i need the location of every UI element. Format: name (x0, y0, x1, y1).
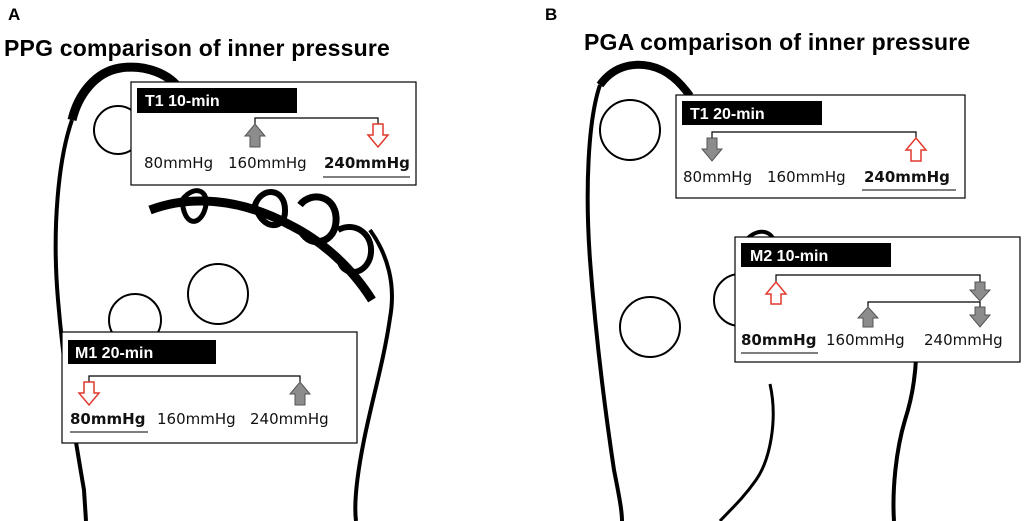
pressure-label-240: 240mmHg (250, 410, 329, 428)
box-t1-20-min: T1 20-min 80mmHg 160mmHg 240mmHg (675, 94, 966, 199)
comparison-bracket (711, 131, 917, 138)
panel-b: B PGA comparison of inner pressure T1 20… (545, 5, 1021, 521)
panel-letter: A (8, 5, 20, 24)
box-label-bg (741, 243, 891, 267)
pressure-label-240: 240mmHg (924, 331, 1003, 349)
box-label: T1 20-min (690, 106, 765, 123)
pressure-label-240-emphasized: 240mmHg (864, 168, 950, 186)
panel-a: A PPG comparison of inner pressure T1 10… (4, 5, 417, 521)
box-t1-10-min: T1 10-min 80mmHg 160mmHg 240mmHg (130, 81, 417, 186)
panel-letter: B (545, 5, 557, 24)
comparison-bracket-outer (775, 274, 981, 283)
panel-title: PGA comparison of inner pressure (584, 29, 970, 55)
box-m2-10-min: M2 10-min 80mmHg 160mmHg 240mmHg (734, 236, 1021, 363)
pressure-label-240-emphasized: 240mmHg (324, 154, 410, 172)
arrow-down-red-icon (77, 381, 101, 407)
panel-title: PPG comparison of inner pressure (4, 35, 390, 61)
arrow-up-gray-icon (288, 381, 312, 406)
pressure-label-80-emphasized: 80mmHg (70, 410, 145, 428)
box-label-bg (137, 88, 297, 113)
arrow-down-gray-icon (968, 306, 992, 328)
arrow-up-gray-icon (243, 123, 267, 148)
arrow-down-red-icon (366, 123, 390, 149)
box-label-bg (68, 340, 216, 364)
box-label: T1 10-min (145, 93, 220, 110)
pressure-label-160: 160mmHg (767, 168, 846, 186)
pressure-label-160: 160mmHg (228, 154, 307, 172)
comparison-bracket-inner (867, 301, 981, 307)
arrow-down-gray-icon (968, 281, 992, 302)
comparison-bracket (88, 375, 301, 382)
pressure-label-160: 160mmHg (826, 331, 905, 349)
comparison-bracket (254, 117, 379, 124)
arrow-down-gray-icon (700, 137, 724, 162)
box-label: M2 10-min (750, 248, 828, 265)
box-label: M1 20-min (75, 345, 153, 362)
arrow-up-red-icon (904, 136, 928, 162)
pressure-label-80: 80mmHg (683, 168, 752, 186)
pressure-label-80-emphasized: 80mmHg (741, 331, 816, 349)
pressure-label-80: 80mmHg (144, 154, 213, 172)
arrow-up-gray-icon (856, 306, 880, 328)
box-m1-20-min: M1 20-min 80mmHg 160mmHg 240mmHg (61, 331, 358, 444)
pressure-label-160: 160mmHg (157, 410, 236, 428)
arrow-up-red-icon (764, 280, 788, 305)
box-label-bg (682, 101, 822, 125)
